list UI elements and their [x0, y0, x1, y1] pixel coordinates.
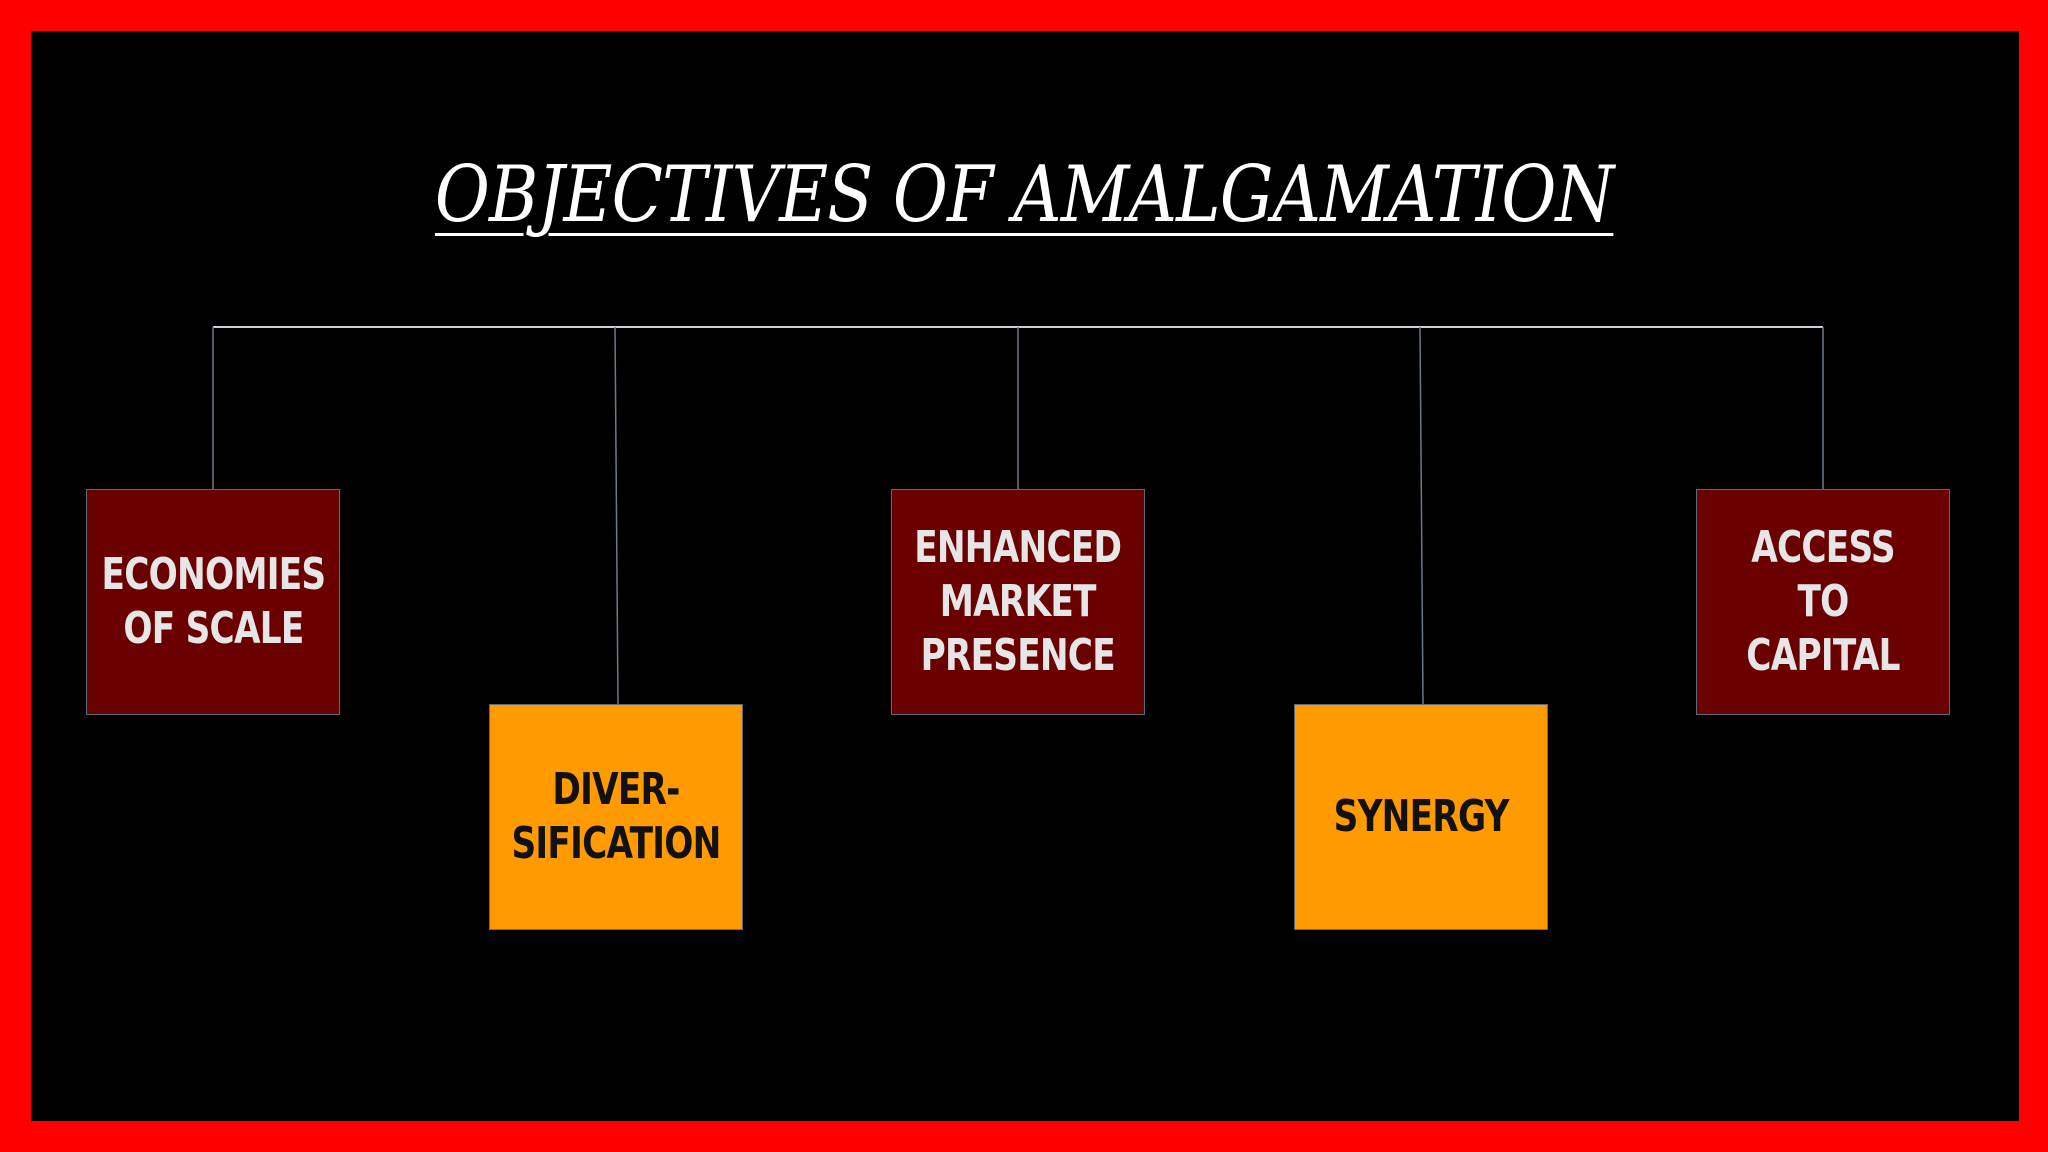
connector-synergy — [1419, 326, 1424, 705]
objective-box-economies-of-scale: ECONOMIES OF SCALE — [86, 489, 340, 715]
objective-label: ECONOMIES OF SCALE — [101, 549, 326, 654]
diagram-title: OBJECTIVES OF AMALGAMATION — [0, 150, 2048, 240]
objective-label: ACCESS TO CAPITAL — [1746, 522, 1900, 681]
connector-diversification — [614, 326, 619, 705]
objective-box-synergy: SYNERGY — [1294, 704, 1548, 930]
diagram-title-text: OBJECTIVES OF AMALGAMATION — [434, 150, 1614, 240]
objective-label: ENHANCED MARKET PRESENCE — [914, 522, 1122, 681]
objective-label: SYNERGY — [1333, 791, 1510, 842]
objective-label: DIVER- SIFICATION — [511, 764, 721, 869]
objective-box-enhanced-market-presence: ENHANCED MARKET PRESENCE — [891, 489, 1145, 715]
objective-box-diversification: DIVER- SIFICATION — [489, 704, 743, 930]
objective-box-access-to-capital: ACCESS TO CAPITAL — [1696, 489, 1950, 715]
